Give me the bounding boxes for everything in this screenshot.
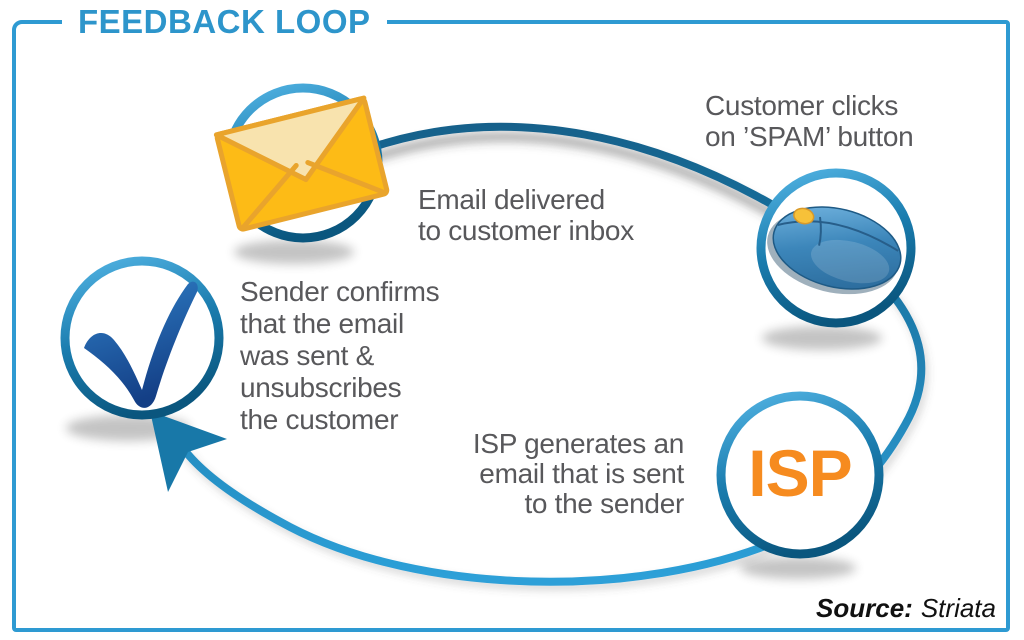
label-isp-generates: ISP generates an email that is sent to t… (472, 428, 684, 519)
checkmark-icon (84, 281, 198, 408)
label-email-delivered: Email delivered to customer inbox (418, 184, 634, 246)
source-label: Source: (816, 593, 913, 623)
loop-arrowhead-icon (150, 411, 227, 492)
loop-path-top (366, 122, 830, 242)
source-value: Striata (920, 593, 996, 623)
page-title: FEEDBACK LOOP (62, 4, 387, 40)
label-sender-confirms: Sender confirms that the email was sent … (240, 276, 440, 435)
envelope-icon (213, 95, 390, 232)
diagram-border (12, 20, 1010, 632)
label-customer-clicks-spam: Customer clicks on ’SPAM’ button (705, 90, 914, 152)
source-attribution: Source:Striata (816, 593, 996, 624)
mouse-icon (767, 206, 902, 295)
isp-node-circle (716, 391, 884, 559)
loop-path-bottom (182, 234, 926, 586)
isp-text-badge: ISP (748, 436, 852, 510)
